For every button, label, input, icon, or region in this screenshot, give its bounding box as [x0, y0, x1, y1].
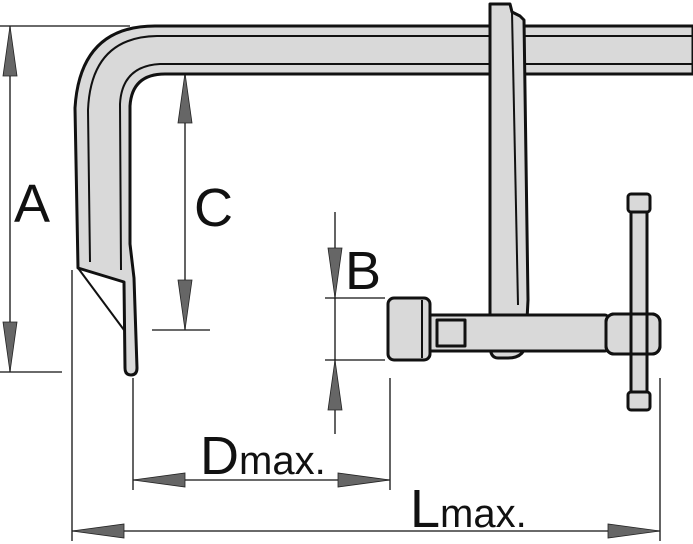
clamp-frame: [73, 24, 693, 377]
t-handle-top-cap: [626, 192, 652, 214]
dim-b-bottom-arrow: [327, 359, 343, 411]
pressure-pad: [386, 296, 432, 362]
dim-d-left-arrow: [132, 472, 186, 488]
t-handle-bar: [629, 192, 649, 412]
label-a: A: [14, 174, 50, 234]
dim-c-bottom-arrow: [177, 279, 193, 331]
spindle-neck: [435, 318, 467, 348]
sliding-arm: [488, 2, 530, 360]
dim-l-left-arrow: [71, 523, 125, 539]
label-c: C: [194, 178, 233, 238]
label-l-max: Lmax.: [410, 479, 527, 539]
handle-boss-outline: [604, 312, 662, 356]
label-b: B: [345, 241, 381, 301]
dim-b-top-arrow: [327, 247, 343, 299]
dim-d-right-arrow: [337, 472, 391, 488]
label-l-suffix: max.: [440, 492, 527, 536]
clamp-frame-groove-inner: [118, 63, 693, 271]
dim-l-right-arrow: [607, 523, 661, 539]
clamp-jaw-bevel: [77, 267, 125, 331]
label-d-max: Dmax.: [200, 426, 326, 486]
dim-a-bottom-arrow: [2, 321, 18, 373]
label-l-letter: L: [410, 479, 440, 539]
dimension-arrows: [2, 25, 661, 539]
label-d-letter: D: [200, 426, 239, 486]
t-handle-bottom-cap: [626, 390, 652, 412]
clamp-frame-groove-outer: [86, 35, 693, 263]
label-d-suffix: max.: [239, 439, 326, 483]
clamp-body: [73, 2, 693, 412]
dim-c-top-arrow: [177, 72, 193, 124]
sliding-arm-edge: [511, 11, 519, 306]
dim-a-top-arrow: [2, 25, 18, 77]
